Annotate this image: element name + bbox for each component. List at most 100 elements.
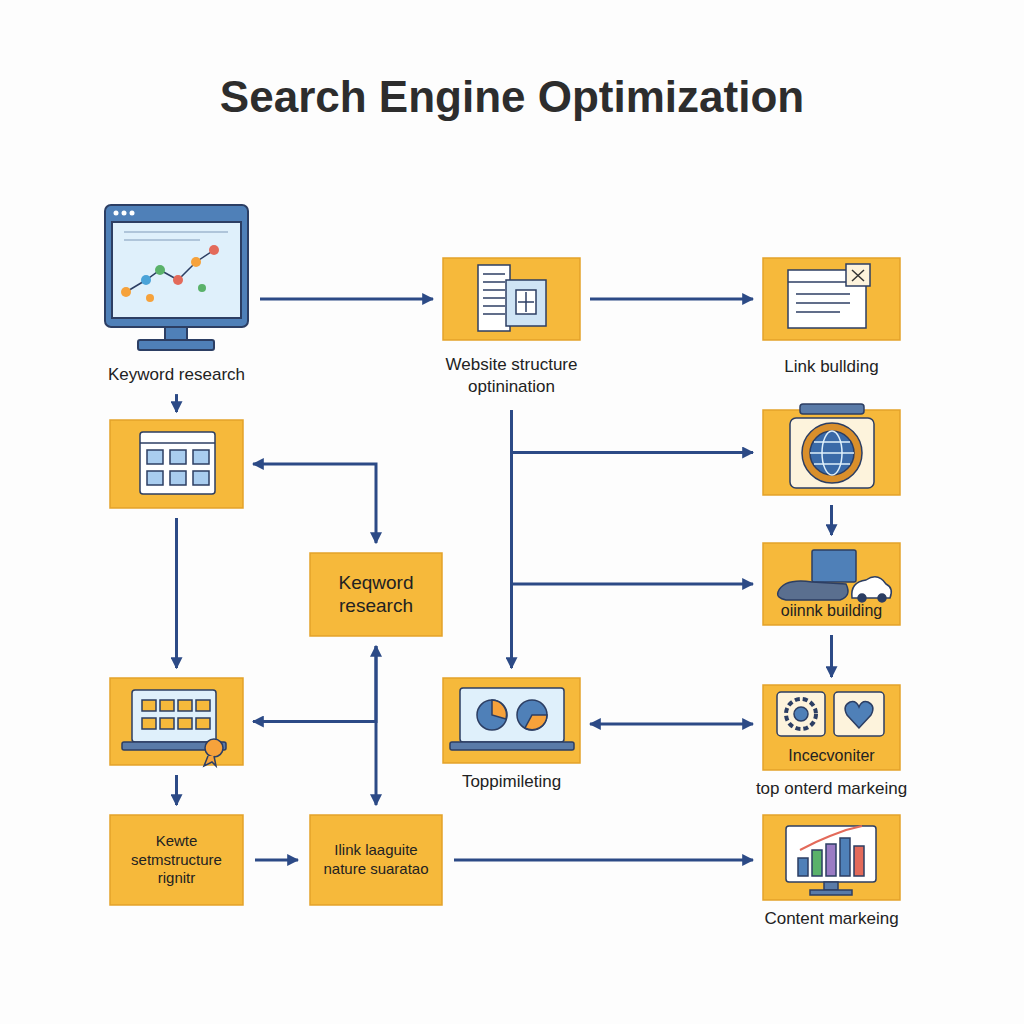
laptop-grid-icon-part bbox=[205, 739, 223, 757]
laptop-grid-icon bbox=[122, 690, 226, 766]
laptop-grid-icon-part bbox=[196, 700, 210, 711]
globe-gear-icon-part bbox=[790, 418, 874, 488]
devices-icon-part bbox=[878, 594, 886, 602]
page-icon-part bbox=[796, 293, 850, 295]
gear-heart-icon-part bbox=[794, 707, 808, 721]
box-fill-part bbox=[763, 258, 900, 340]
gear-heart-icon bbox=[777, 692, 884, 736]
browser-grid-icon-part bbox=[193, 471, 209, 485]
monitor-icon-part bbox=[122, 211, 127, 216]
monitor-icon-part bbox=[141, 275, 151, 285]
laptop-grid-icon-part bbox=[178, 718, 192, 729]
monitor-icon-part bbox=[112, 222, 241, 318]
document-icon-part bbox=[506, 280, 546, 326]
monitor-icon bbox=[105, 205, 248, 350]
document-icon-part bbox=[483, 289, 505, 291]
connector-arrow bbox=[175, 518, 178, 668]
globe-gear-icon-part bbox=[810, 431, 854, 475]
laptop-grid-icon-part bbox=[196, 718, 210, 729]
monitor-icon-part bbox=[209, 245, 219, 255]
document-icon-part bbox=[483, 273, 505, 275]
process-box: Link bullding bbox=[763, 258, 900, 340]
gear-heart-icon-part bbox=[834, 692, 884, 736]
monitor-icon-part bbox=[114, 211, 119, 216]
connector-arrow bbox=[512, 410, 754, 452]
browser-grid-icon-part bbox=[193, 450, 209, 464]
laptop-chart-icon-part bbox=[450, 742, 574, 750]
gear-heart-icon-part bbox=[845, 702, 873, 728]
box-content: Ilink laaguite nature suaratao bbox=[310, 815, 442, 905]
box-caption: Toppimileting bbox=[462, 771, 561, 793]
box-fill-part bbox=[110, 678, 243, 765]
chart-monitor-icon-part bbox=[812, 850, 822, 876]
box-content bbox=[110, 420, 243, 508]
process-box: Incecvonitertop onterd markeing bbox=[763, 685, 900, 770]
connector-arrow bbox=[260, 298, 433, 301]
laptop-chart-icon-part bbox=[517, 700, 547, 730]
box-label: oiinnk building bbox=[781, 601, 882, 620]
laptop-grid-icon-part bbox=[142, 700, 156, 711]
page-icon-part bbox=[846, 264, 870, 286]
box-caption: Keyword research bbox=[108, 364, 245, 386]
process-box: Website structure optinination bbox=[443, 258, 580, 340]
monitor-node: Keyword research bbox=[105, 205, 248, 352]
laptop-grid-icon-part bbox=[160, 718, 174, 729]
devices-icon bbox=[778, 550, 892, 602]
chart-monitor-icon-part bbox=[824, 882, 838, 890]
connector-arrow bbox=[590, 298, 753, 301]
globe-gear-icon-part bbox=[800, 404, 864, 414]
chart-monitor-icon-part bbox=[800, 826, 862, 850]
monitor-icon-part bbox=[126, 250, 214, 292]
box-label: Keqword research bbox=[318, 572, 434, 618]
laptop-grid-icon-part bbox=[142, 718, 156, 729]
monitor-icon-part bbox=[121, 287, 131, 297]
laptop-grid-icon-part bbox=[160, 700, 174, 711]
box-content: oiinnk building bbox=[763, 543, 900, 625]
browser-grid-icon-part bbox=[140, 432, 215, 494]
page-icon-part bbox=[852, 270, 864, 281]
chart-monitor-icon-part bbox=[826, 844, 836, 876]
monitor-icon-part bbox=[124, 239, 200, 241]
box-content bbox=[763, 815, 900, 900]
browser-grid-icon-part bbox=[170, 471, 186, 485]
connector-arrow bbox=[590, 723, 753, 726]
box-fill-part bbox=[763, 543, 900, 625]
process-box: Toppimileting bbox=[443, 678, 580, 763]
document-icon-part bbox=[483, 305, 505, 307]
monitor-icon-part bbox=[191, 257, 201, 267]
document-icon bbox=[478, 265, 546, 331]
laptop-chart-icon-part bbox=[492, 700, 507, 719]
box-content: Keqword research bbox=[310, 553, 442, 636]
box-fill-part bbox=[763, 410, 900, 495]
laptop-chart-icon-part bbox=[477, 700, 507, 730]
monitor-icon-part bbox=[173, 275, 183, 285]
laptop-grid-icon-part bbox=[178, 700, 192, 711]
box-content: Kewte setmstructure rignitr bbox=[110, 815, 243, 905]
box-content bbox=[763, 410, 900, 495]
process-box: Ilink laaguite nature suaratao bbox=[310, 815, 442, 905]
devices-icon-part bbox=[858, 594, 866, 602]
globe-gear-icon-part bbox=[814, 463, 850, 465]
monitor-icon-part bbox=[105, 205, 248, 327]
browser-grid-icon bbox=[140, 432, 215, 494]
connector-arrow bbox=[253, 464, 376, 543]
connector-arrow bbox=[830, 635, 833, 677]
monitor-icon-part bbox=[138, 340, 214, 350]
box-fill bbox=[110, 258, 900, 905]
box-label: Incecvoniter bbox=[788, 746, 874, 765]
gear-heart-icon-part bbox=[786, 699, 816, 729]
box-content bbox=[443, 258, 580, 340]
box-fill-part bbox=[443, 258, 580, 340]
globe-gear-icon-part bbox=[802, 423, 862, 483]
box-caption: Content markeing bbox=[764, 908, 898, 930]
laptop-chart-icon bbox=[450, 688, 574, 750]
box-content bbox=[443, 678, 580, 763]
chart-monitor-icon-part bbox=[854, 846, 864, 876]
document-icon-part bbox=[478, 265, 510, 331]
connector-arrow bbox=[454, 859, 753, 862]
globe-gear-icon-part bbox=[810, 452, 854, 454]
box-content bbox=[110, 678, 243, 765]
browser-grid-icon-part bbox=[170, 450, 186, 464]
